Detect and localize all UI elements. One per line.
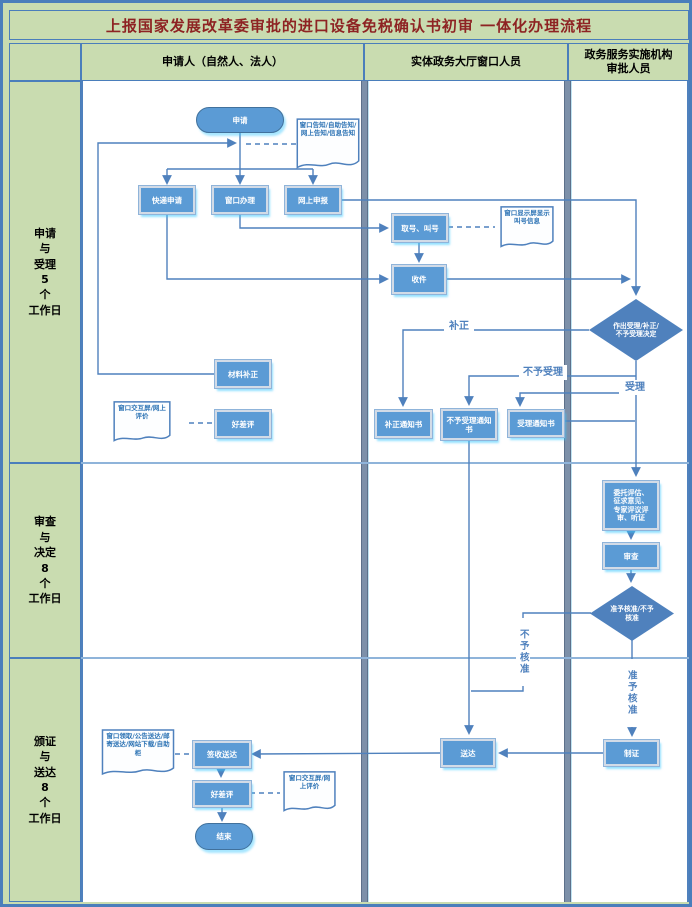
lane-label-issue-deliver: 颁证 与 送达 8 个 工作日: [9, 658, 81, 902]
lane-label-apply-accept: 申请 与 受理 5 个 工作日: [9, 81, 81, 463]
page-title: 上报国家发展改革委审批的进口设备免税确认书初审 一体化办理流程: [9, 10, 689, 40]
end-node: 结束: [195, 823, 253, 850]
doc-pickup-channels: 窗口领取/公告送达/邮寄送达/网站下载/自助柜: [101, 729, 175, 779]
column-header-agency: 政务服务实施机构 审批人员: [568, 43, 689, 81]
start-node: 申请: [196, 107, 284, 133]
edge-label-not-accept: 不予受理: [519, 365, 567, 380]
node-acceptance-notice: 受理通知书: [508, 410, 564, 437]
node-correction-notice: 补正通知书: [375, 410, 432, 438]
node-rejection-notice: 不予受理通知书: [441, 409, 497, 440]
edge-label-accept: 受理: [619, 380, 651, 395]
document-shape-icon: [113, 401, 171, 445]
node-online-declare: 网上申报: [285, 186, 341, 214]
document-shape-icon: [500, 206, 554, 251]
column-separator-2: [564, 81, 571, 902]
lane-label-review-decide: 审查 与 决定 8 个 工作日: [9, 463, 81, 658]
node-rating-1: 好差评: [215, 410, 271, 438]
column-header-applicant: 申请人（自然人、法人）: [81, 43, 364, 81]
lane-divider-1: [81, 462, 689, 464]
doc-notice-channels: 窗口告知/自助告知/网上告知/信息告知: [296, 118, 360, 173]
node-sign-receive: 签收送达: [193, 741, 251, 768]
node-rating-2: 好差评: [193, 781, 251, 807]
doc-eval-screen-1: 窗口交互屏/网上评价: [113, 401, 171, 445]
document-shape-icon: [283, 771, 336, 815]
header-corner-cell: [9, 43, 81, 81]
edge-label-correction: 补正: [444, 319, 474, 334]
node-special-procedures: 委托评估、 征求意见、 专家评议评 审、听证: [603, 481, 659, 530]
node-deliver: 送达: [441, 739, 495, 767]
edge-label-not-approve: 不予核准: [516, 618, 530, 686]
doc-callboard-info: 窗口显示屏显示叫号信息: [500, 206, 554, 251]
column-header-hall: 实体政务大厅窗口人员: [364, 43, 568, 81]
node-express-apply: 快递申请: [139, 186, 195, 214]
column-separator-1: [361, 81, 368, 902]
node-window-handle: 窗口办理: [212, 186, 268, 214]
edge-label-approve: 准予核准: [624, 659, 638, 727]
node-review: 审查: [603, 543, 659, 569]
document-shape-icon: [296, 118, 360, 173]
node-receive-documents: 收件: [392, 265, 446, 294]
node-take-number: 取号、叫号: [392, 214, 448, 242]
node-make-certificate: 制证: [604, 740, 659, 766]
doc-eval-screen-2: 窗口交互屏/网上评价: [283, 771, 336, 815]
lane-divider-2: [81, 657, 689, 659]
node-material-correction: 材料补正: [215, 360, 271, 388]
document-shape-icon: [101, 729, 175, 779]
